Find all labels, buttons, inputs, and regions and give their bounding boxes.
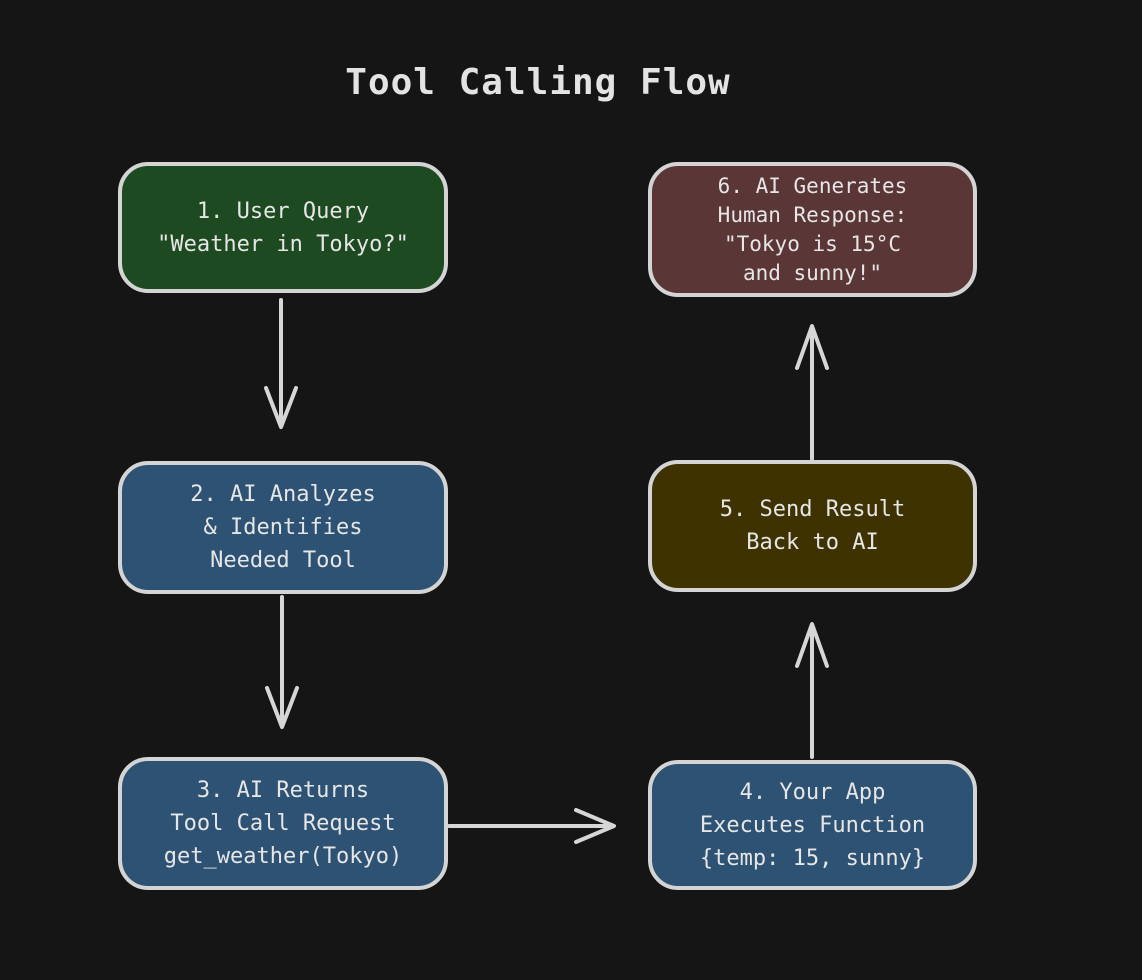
diagram-title: Tool Calling Flow bbox=[345, 62, 731, 103]
node-text-line: Executes Function bbox=[699, 812, 926, 838]
node-ai-analyzes: 2. AI Analyzes & Identifies Needed Tool bbox=[118, 461, 448, 594]
node-text-line: 3. AI Returns bbox=[196, 778, 370, 803]
node-text-line: Needed Tool bbox=[210, 548, 356, 573]
node-text-line: get_weather(Tokyo) bbox=[163, 844, 403, 869]
node-ai-returns-tool-call: 3. AI Returns Tool Call Request get_weat… bbox=[118, 757, 448, 890]
arrow-step1-step2 bbox=[264, 298, 298, 429]
node-text-line: {temp: 15, sunny} bbox=[699, 845, 926, 871]
node-ai-generates-response: 6. AI Generates Human Response: "Tokyo i… bbox=[648, 162, 977, 297]
arrow-step5-step6 bbox=[795, 324, 829, 461]
node-user-query: 1. User Query "Weather in Tokyo?" bbox=[118, 162, 448, 293]
arrow-step4-step5 bbox=[795, 622, 829, 759]
node-app-executes-function: 4. Your App Executes Function {temp: 15,… bbox=[648, 760, 977, 890]
node-text-line: Human Response: bbox=[717, 202, 908, 227]
node-text-line: 4. Your App bbox=[739, 779, 886, 805]
node-text-line: 2. AI Analyzes bbox=[190, 482, 376, 507]
node-text-line: and sunny!" bbox=[742, 260, 883, 285]
node-text-line: 5. Send Result bbox=[719, 497, 906, 522]
arrow-step3-step4 bbox=[447, 808, 616, 844]
node-text-line: 6. AI Generates bbox=[717, 173, 908, 198]
arrow-step2-step3 bbox=[265, 595, 299, 729]
node-text-line: Back to AI bbox=[746, 530, 879, 555]
node-text-line: & Identifies bbox=[203, 515, 363, 540]
node-text-line: Tool Call Request bbox=[170, 811, 396, 836]
node-text-line: 1. User Query bbox=[196, 198, 370, 224]
node-send-result: 5. Send Result Back to AI bbox=[648, 460, 977, 592]
node-text-line: "Tokyo is 15°C bbox=[723, 231, 901, 256]
node-text-line: "Weather in Tokyo?" bbox=[157, 231, 409, 257]
